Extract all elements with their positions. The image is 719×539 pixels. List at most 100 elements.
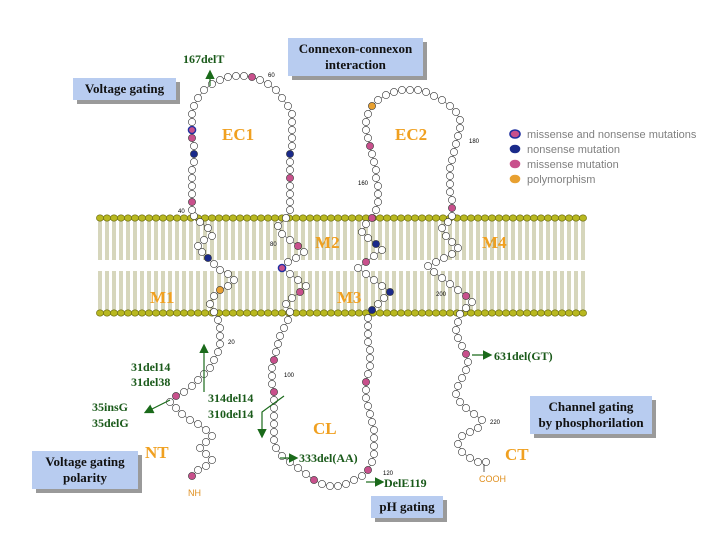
residue [454,334,462,342]
residue [202,426,210,434]
residue [452,108,460,116]
lipid-head [565,214,573,222]
residue-mutated [187,125,197,135]
lipid-head [117,309,125,317]
callout-voltage-gating-polarity: Voltage gating polarity [32,451,138,489]
residue [204,224,212,232]
residue [454,382,462,390]
lipid-head [383,309,391,317]
lipid-head [110,214,118,222]
lipid-head [551,309,559,317]
residue [288,126,296,134]
residue [438,96,446,104]
mutation-31del14: 31del14 [131,360,170,374]
residue [374,96,382,104]
lipid-head [313,309,321,317]
legend-swatch [509,144,521,154]
residue [286,182,294,190]
residue-mutated [368,306,376,314]
residue [286,158,294,166]
residue [362,126,370,134]
residue [202,450,210,458]
residue [224,73,232,81]
residue [216,332,224,340]
legend-label: missense and nonsense mutations [527,129,697,141]
residue [284,102,292,110]
residue [326,482,334,490]
legend-label: missense mutation [527,159,619,171]
residue [342,480,350,488]
residue [362,394,370,402]
lipid-head [418,309,426,317]
residue [194,376,202,384]
residue [374,182,382,190]
lipid-head [264,214,272,222]
lipid-head [180,214,188,222]
residue-mutated [204,254,212,262]
lipid-head [320,214,328,222]
residue [374,198,382,206]
residue [190,102,198,110]
residue [282,214,290,222]
residue [196,444,204,452]
region-m4: M4 [482,233,507,252]
mutation-35insG: 35insG [92,400,128,414]
lipid-head [271,309,279,317]
residue [366,354,374,362]
callout-channel-gating: Channel gating by phosphorilation [530,396,652,434]
residue [358,228,366,236]
residue [474,458,482,466]
callout-ph-gating-text: pH gating [379,499,435,514]
lipid-head [264,309,272,317]
lipid-head [306,309,314,317]
residue [456,310,464,318]
residue-mutated [362,378,370,386]
residue [286,198,294,206]
residue-mutated [190,150,198,158]
lipid-head [411,214,419,222]
residue [454,318,462,326]
residue [188,190,196,198]
residue-number-100: 100 [284,373,295,379]
residue [198,248,206,256]
residue-mutated [248,73,256,81]
lipid-head [243,214,251,222]
residue [268,372,276,380]
residue [286,166,294,174]
residue [446,180,454,188]
callout-connexon-line2: interaction [325,57,386,72]
residue [206,300,214,308]
lipid-head [138,214,146,222]
residue [482,458,490,466]
lipid-head [481,214,489,222]
callout-vg-polarity-line1: Voltage gating [45,454,125,469]
residue [456,124,464,132]
lipid-head [236,214,244,222]
lipid-head [159,309,167,317]
residue [470,410,478,418]
residue-mutated [188,472,196,480]
residue [444,218,452,226]
mutation-167delT: 167delT [183,52,224,66]
lipid-head [96,309,104,317]
residue [464,358,472,366]
residue [318,480,326,488]
residue [370,252,378,260]
residue [278,94,286,102]
residue [334,482,342,490]
lipid-head [173,309,181,317]
residue [448,250,456,258]
residue [178,410,186,418]
residue [264,80,272,88]
residue [364,110,372,118]
residue [448,238,456,246]
lipid-head [404,309,412,317]
lipid-head [103,309,111,317]
lipid-head [348,309,356,317]
residue [286,308,294,316]
lipid-head [327,309,335,317]
lipid-head [117,214,125,222]
residue-mutated [368,214,376,222]
lipid-head [103,214,111,222]
lipid-head [558,214,566,222]
